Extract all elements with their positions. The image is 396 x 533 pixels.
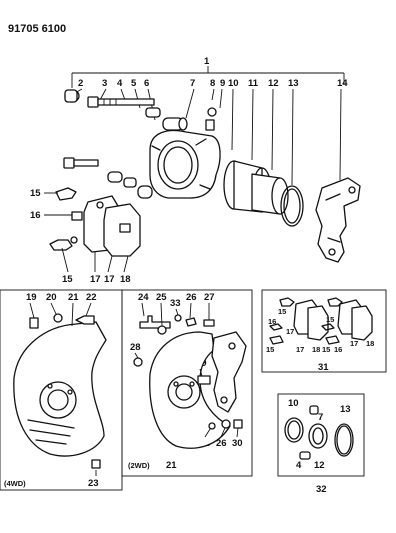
callout-15-kit-a: 15: [278, 307, 286, 316]
seal-kit-box: [277, 393, 365, 477]
callout-33: 33: [170, 298, 181, 309]
callout-20: 20: [46, 292, 57, 303]
callout-9: 9: [220, 78, 225, 89]
boot-cap: [64, 89, 80, 103]
bleeder-screw: [205, 107, 217, 131]
pad-kit-parts: [269, 297, 373, 345]
callout-7-kit: 7: [318, 412, 323, 423]
pin-sleeve-upper: [145, 107, 188, 131]
callout-15-kit-d: 15: [322, 345, 330, 354]
shield-bolts-4wd: [29, 313, 101, 469]
callout-27: 27: [204, 292, 215, 303]
dust-shield-4wd: [13, 321, 107, 457]
callout-17-kit-b: 17: [296, 345, 304, 354]
pad-kit-box: [261, 289, 387, 373]
callout-25-top: 25: [156, 292, 167, 303]
callout-19: 19: [26, 292, 37, 303]
callout-15-lower: 15: [62, 274, 73, 285]
pad-clip-upper: [55, 187, 77, 201]
piston-seal: [280, 185, 304, 227]
variant-4wd: (4WD): [4, 479, 26, 488]
callout-21-2wd: 21: [166, 460, 177, 471]
callout-4: 4: [117, 78, 123, 89]
four-wd-leaders: [29, 302, 97, 476]
callout-23: 23: [88, 478, 99, 489]
guide-pin-upper: [87, 96, 155, 108]
callout-5: 5: [131, 78, 137, 89]
callout-15-kit-b: 15: [326, 315, 334, 324]
two-wd-leaders: [134, 302, 239, 438]
callout-16: 16: [30, 210, 41, 221]
callout-18: 18: [120, 274, 131, 285]
callout-28: 28: [130, 342, 141, 353]
two-wd-box: [121, 289, 253, 477]
piston: [251, 173, 289, 215]
callout-3: 3: [102, 78, 107, 89]
callout-22: 22: [86, 292, 97, 303]
callout-18-kit-a: 18: [312, 345, 320, 354]
callout-26-top: 26: [186, 292, 197, 303]
shield-bolts-2wd: [133, 314, 243, 430]
assembly-bracket: [71, 66, 345, 88]
callout-4-kit: 4: [296, 460, 302, 471]
top-leader-lines: [74, 88, 342, 186]
callout-17-a: 17: [90, 274, 101, 285]
seal-kit-parts: [284, 405, 354, 460]
pad-leader-lines: [44, 192, 129, 273]
callout-11: 11: [248, 78, 259, 89]
caliper-support: [315, 177, 361, 263]
diagram-code: 91705 6100: [8, 23, 66, 35]
callout-24: 24: [138, 292, 149, 303]
callout-10: 10: [228, 78, 239, 89]
callout-7: 7: [190, 78, 195, 89]
callout-30: 30: [232, 438, 243, 449]
caliper-body: [149, 129, 221, 199]
guide-pin-lower: [63, 157, 153, 199]
callout-16-kit-a: 16: [268, 317, 276, 326]
callout-8: 8: [210, 78, 215, 89]
callout-1: 1: [204, 56, 210, 67]
callout-31: 31: [318, 362, 329, 373]
dust-shield-2wd: [149, 331, 231, 449]
callout-14: 14: [337, 78, 348, 89]
callout-13: 13: [288, 78, 299, 89]
pad-wear-indicator: [49, 236, 78, 251]
callout-17-kit-c: 17: [350, 339, 358, 348]
brake-pad-inner: [103, 203, 141, 257]
callout-2: 2: [78, 78, 83, 89]
callout-26-bottom: 26: [216, 438, 227, 449]
callout-18-kit-b: 18: [366, 339, 374, 348]
knuckle-bracket-2wd: [211, 331, 247, 413]
callout-17-kit-a: 17: [286, 327, 294, 336]
callout-6: 6: [144, 78, 149, 89]
callout-32: 32: [316, 484, 327, 495]
anti-squeal-shim: [71, 211, 83, 221]
callout-21-4wd: 21: [68, 292, 79, 303]
callout-16-kit-b: 16: [334, 345, 342, 354]
callout-10-kit: 10: [288, 398, 299, 409]
callout-15-kit-c: 15: [266, 345, 274, 354]
callout-12: 12: [268, 78, 279, 89]
callout-13-kit: 13: [340, 404, 351, 415]
variant-2wd: (2WD): [128, 461, 150, 470]
callout-15-upper: 15: [30, 188, 41, 199]
callout-17-b: 17: [104, 274, 115, 285]
callout-12-kit: 12: [314, 460, 325, 471]
